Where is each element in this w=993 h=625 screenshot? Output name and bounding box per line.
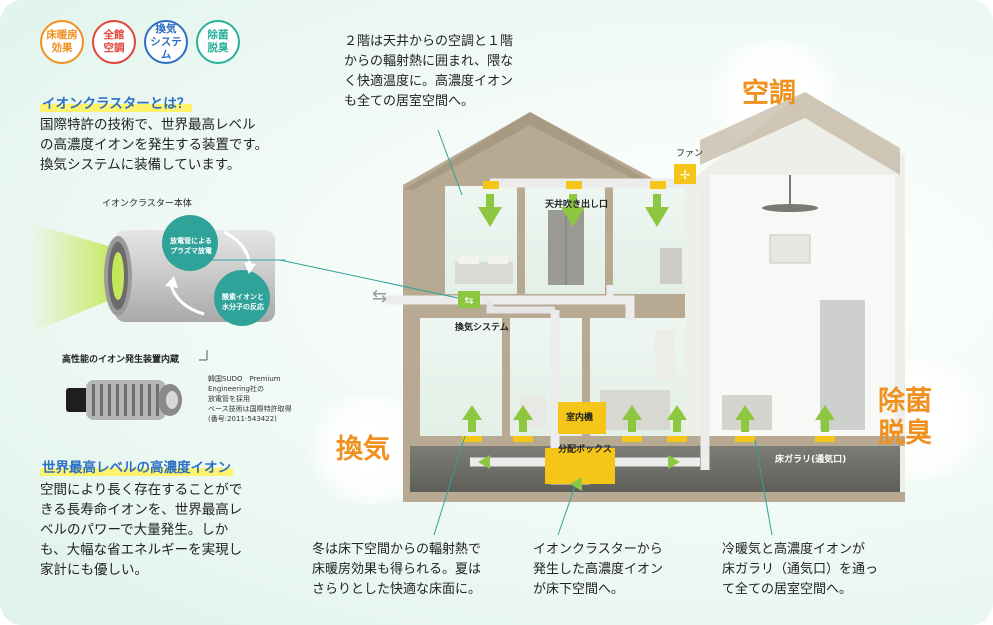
device-connector-lines — [195, 259, 285, 361]
aircon-label: 空調 — [742, 78, 796, 109]
floor-gallery-label: 床ガラリ(通気口) — [775, 455, 847, 465]
distribution-box-label: 分配ボックス — [558, 445, 612, 455]
circle-text-reaction: 酸素イオンと 水分子の反応 — [222, 293, 264, 311]
badge-whole-house-aircon: 全館 空調 — [92, 20, 136, 64]
ion-cluster-text: 国際特許の技術で、世界最高レベル の高濃度イオンを発生する装置です。 換気システ… — [40, 117, 269, 173]
caption-floor-gallery: 冷暖気と高濃度イオンが 床ガラリ（通気口）を通っ て全ての居室空間へ。 — [722, 542, 879, 597]
top-caption: ２階は天井からの空調と１階 からの輻射熱に囲まれ、隈な く快適温度に。高濃度イオ… — [344, 34, 514, 109]
badge-floor-heating: 床暖房 効果 — [40, 20, 84, 64]
svg-text:⇆: ⇆ — [464, 294, 473, 307]
highest-level-heading: 世界最高レベルの高濃度イオン — [40, 456, 233, 476]
discharge-tube-illustration — [66, 380, 182, 420]
svg-text:✢: ✢ — [680, 168, 690, 182]
caption-floor-heating: 冬は床下空間からの輻射熱で 床暖房効果も得られる。夏は さらりとした快適な床面に… — [312, 542, 482, 597]
discharge-tube-note: 韓国SUDO Premium Engineering社の 放電管を採用 ベース技… — [208, 375, 292, 423]
badge-sterilize-deodorize: 除菌 脱臭 — [196, 20, 240, 64]
badge-ventilation: 換気 システム — [144, 20, 188, 64]
device-label: イオンクラスター本体 — [102, 199, 192, 209]
fan-label: ファン — [676, 149, 704, 159]
sterilize-deodorize-label: 除菌 脱臭 — [878, 386, 932, 449]
generator-label: 高性能のイオン発生装置内蔵 — [62, 355, 180, 365]
ion-circle-decor — [162, 215, 270, 326]
caption-ion-underfloor: イオンクラスターから 発生した高濃度イオン が床下空間へ。 — [533, 542, 664, 597]
indoor-unit-label: 室内機 — [566, 413, 594, 423]
highest-level-text: 空間により長く存在することがで きる長寿命イオンを、世界最高レ ベルのパワーで大… — [40, 482, 243, 578]
ventilation-label: 換気 — [336, 434, 390, 465]
circle-text-plasma: 放電管による プラズマ放電 — [170, 237, 212, 255]
svg-text:⇆: ⇆ — [372, 286, 387, 307]
vent-system-label: 換気システム — [455, 323, 509, 333]
ceiling-outlet-label: 天井吹き出し口 — [545, 200, 609, 210]
ion-cluster-heading: イオンクラスターとは？ — [40, 92, 193, 112]
